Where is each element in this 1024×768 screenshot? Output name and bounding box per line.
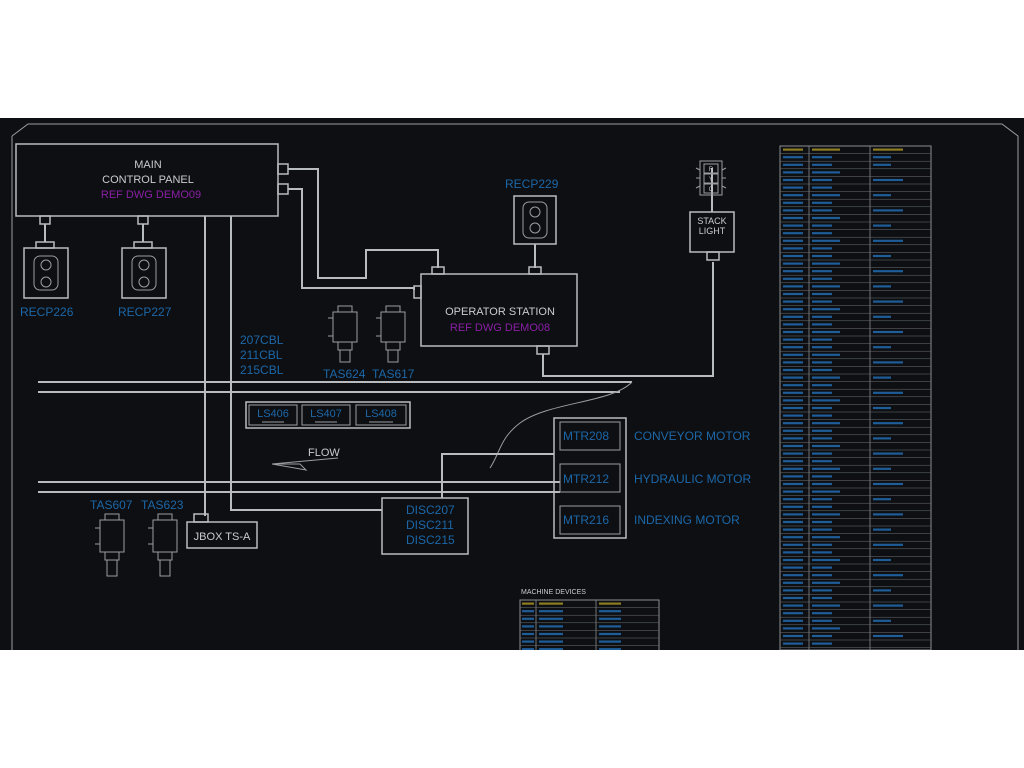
panel-port-2 xyxy=(277,183,289,195)
operator-station-ref: REF DWG DEMO08 xyxy=(450,322,550,334)
panel-stub-1 xyxy=(39,215,51,225)
flow-label: FLOW xyxy=(308,447,340,459)
ls407-box xyxy=(301,404,351,426)
motor-group xyxy=(553,417,627,539)
tas-607-sensor xyxy=(95,513,125,577)
mtr208-label: MTR208 xyxy=(563,429,609,443)
tas617-label: TAS617 xyxy=(372,367,415,381)
mtr216-desc: INDEXING MOTOR xyxy=(634,513,740,527)
tas624-label: TAS624 xyxy=(323,367,366,381)
stack-lamp-y: Y xyxy=(709,177,713,183)
disc215-label: DISC215 xyxy=(406,533,455,547)
recp229-label: RECP229 xyxy=(505,177,559,191)
receptacle-229 xyxy=(513,195,557,245)
panel-stub-2 xyxy=(137,215,149,225)
schematic-drawing: MAIN CONTROL PANEL REF DWG DEMO09 RECP22… xyxy=(0,118,1024,650)
operator-station-title: OPERATOR STATION xyxy=(445,306,555,318)
disc207-label: DISC207 xyxy=(406,503,455,517)
cable-211: 211CBL xyxy=(240,348,283,362)
mtr212-label: MTR212 xyxy=(563,472,609,486)
schematic-svg: MAIN CONTROL PANEL REF DWG DEMO09 RECP22… xyxy=(11,123,1019,650)
panel-port-1 xyxy=(277,163,289,175)
tas-617-sensor xyxy=(376,305,406,363)
stack-light-line1: STACK xyxy=(697,216,726,226)
md-table-frame xyxy=(519,599,660,650)
mtr208-box xyxy=(559,421,621,451)
ls407-label: LS407 xyxy=(310,408,342,420)
tas607-label: TAS607 xyxy=(90,498,133,512)
cable-207: 207CBL xyxy=(240,333,284,347)
stack-lamp-g: G xyxy=(709,187,714,193)
ls406-label: LS406 xyxy=(257,408,289,420)
io-table-frame xyxy=(779,145,932,650)
disc211-label: DISC211 xyxy=(406,518,454,532)
ls408-label: LS408 xyxy=(365,408,397,420)
recp227-label: RECP227 xyxy=(118,305,172,319)
mtr208-desc: CONVEYOR MOTOR xyxy=(634,429,751,443)
cable-215: 215CBL xyxy=(240,363,284,377)
jbox-label: JBOX TS-A xyxy=(194,531,251,543)
main-panel-line2: CONTROL PANEL xyxy=(102,174,194,186)
ls406-box xyxy=(248,404,298,426)
io-address-table xyxy=(779,145,932,650)
stack-lamp-r: R xyxy=(709,167,714,173)
disconnect-box xyxy=(381,497,469,555)
recp226-label: RECP226 xyxy=(20,305,74,319)
machine-devices-title: MACHINE DEVICES xyxy=(521,589,586,596)
tas-624-sensor xyxy=(328,305,358,363)
drawing-border xyxy=(11,123,1019,650)
flow-arrow xyxy=(271,457,339,471)
limit-switch-group xyxy=(245,401,411,429)
mtr216-box xyxy=(559,505,621,535)
mtr212-box xyxy=(559,463,621,493)
tas623-label: TAS623 xyxy=(141,498,184,512)
operator-station xyxy=(420,273,578,347)
mtr212-desc: HYDRAULIC MOTOR xyxy=(634,472,751,486)
stack-light-line2: LIGHT xyxy=(699,226,726,236)
tas-623-sensor xyxy=(148,513,178,577)
jbox-ts-a xyxy=(186,521,258,549)
main-panel-ref: REF DWG DEMO09 xyxy=(101,189,201,201)
ls408-box xyxy=(355,404,407,426)
machine-devices-table xyxy=(519,599,660,650)
mtr216-label: MTR216 xyxy=(563,513,609,527)
main-panel-line1: MAIN xyxy=(134,159,162,171)
